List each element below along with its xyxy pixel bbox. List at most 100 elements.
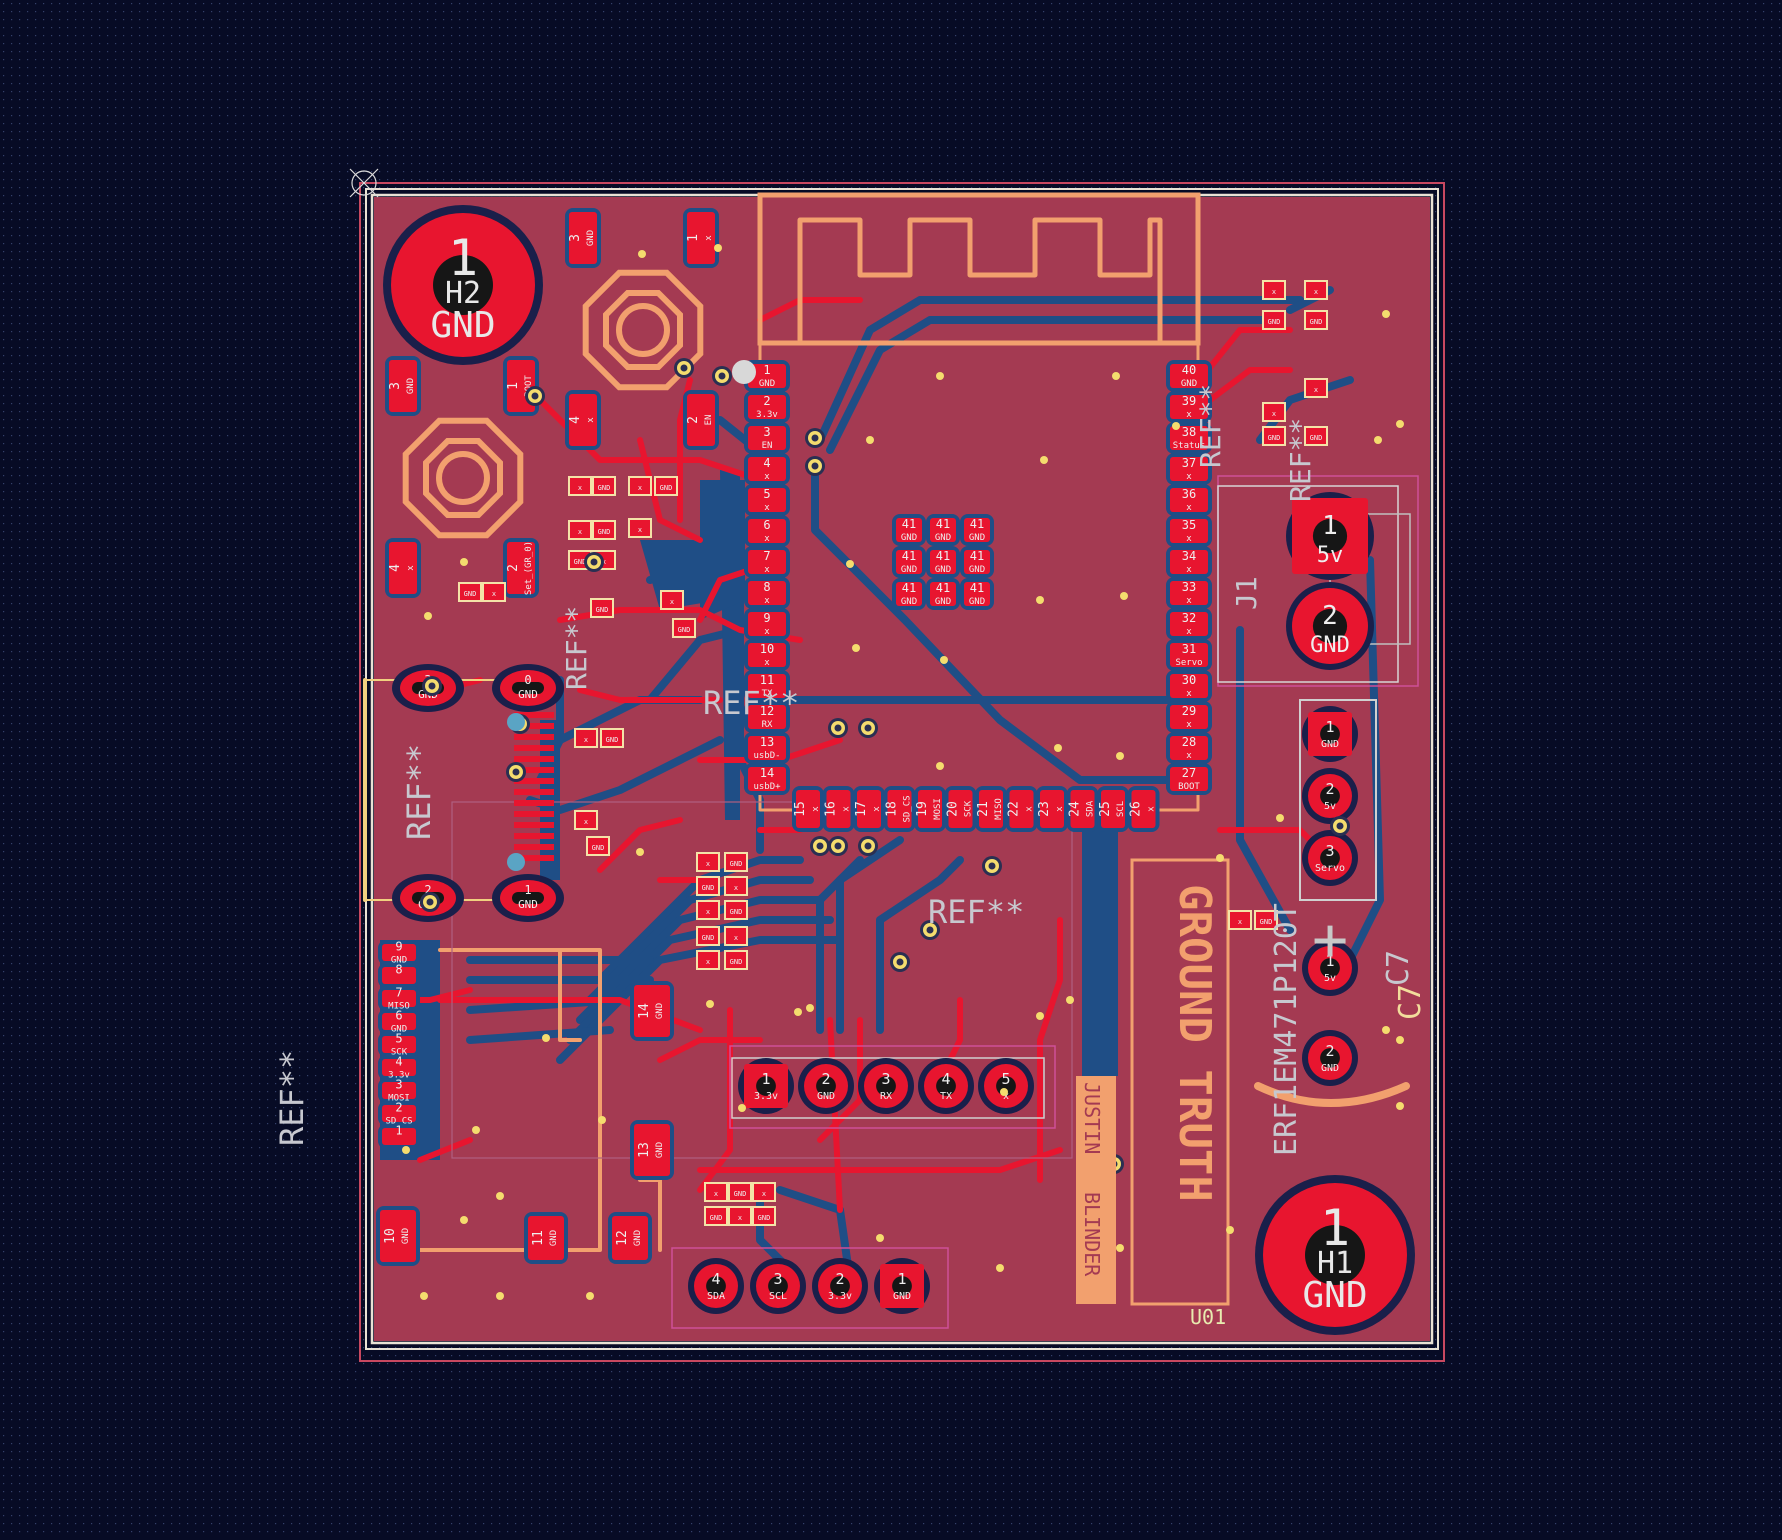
stitch-via [402, 1146, 410, 1154]
sd-gnd-pad[interactable] [634, 985, 670, 1037]
module-pin-bottom[interactable] [1009, 790, 1034, 828]
module-pin-left[interactable] [748, 426, 786, 450]
sd-pin-pad[interactable] [382, 944, 416, 961]
pad-label: GND [655, 1142, 665, 1158]
component-pads[interactable]: 1H2GND1H1GND1GND23.3v3EN4x5x6x7x8x9x10x1… [376, 205, 1415, 1335]
module-pin-bottom[interactable] [1040, 790, 1064, 828]
module-pin-right[interactable] [1170, 426, 1208, 450]
module-pin-right[interactable] [1170, 364, 1208, 388]
module-pin-bottom[interactable] [918, 790, 942, 828]
cap-value-label: ERF1EM471P120T [1269, 903, 1304, 1156]
en-button-pad[interactable] [569, 394, 597, 446]
sd-gnd-pad[interactable] [634, 1124, 670, 1176]
sd-pin-pad[interactable] [382, 1082, 416, 1099]
module-gnd-pad[interactable] [930, 550, 956, 574]
boot-button-pad[interactable] [389, 360, 417, 412]
module-pin-left[interactable] [748, 612, 786, 636]
module-pin-bottom[interactable] [979, 790, 1003, 828]
pad-drill [1320, 1048, 1340, 1068]
module-pin-left[interactable] [748, 395, 786, 419]
sd-gnd-pad[interactable] [612, 1216, 648, 1260]
pad-number: 2 [821, 1070, 830, 1088]
c7-back-label: C7 [1381, 950, 1416, 986]
sd-gnd-pad[interactable] [528, 1216, 564, 1260]
module-pin-bottom[interactable] [1070, 790, 1095, 828]
module-pin-bottom[interactable] [1101, 790, 1125, 828]
module-pin-right[interactable] [1170, 705, 1208, 729]
stitch-via [598, 1116, 606, 1124]
pad-number: 41 [970, 517, 984, 531]
module-pin-bottom[interactable] [1131, 790, 1156, 828]
pad-number: 3 [388, 382, 403, 390]
passive-pad [1256, 912, 1276, 928]
header-outline [731, 1057, 1045, 1119]
passive-label: x [734, 884, 738, 892]
en-button-pad[interactable] [687, 394, 715, 446]
sd-pin-pad[interactable] [382, 990, 416, 1007]
passive-label: x [1272, 410, 1276, 418]
module-gnd-pad[interactable] [964, 550, 990, 574]
passive-label: x [1314, 288, 1318, 296]
via-drill [834, 842, 842, 850]
sd-pin-pad[interactable] [382, 1128, 416, 1145]
en-button-pad[interactable] [687, 212, 715, 264]
module-pin-bottom[interactable] [948, 790, 973, 828]
module-pin-right[interactable] [1170, 736, 1208, 760]
sd-gnd-pad[interactable] [380, 1210, 416, 1262]
module-gnd-pad[interactable] [964, 582, 990, 606]
pad-number: 35 [1182, 518, 1196, 532]
module-pin-right[interactable] [1170, 395, 1208, 419]
module-pin-left[interactable] [748, 643, 786, 667]
pad-label: GND [655, 1003, 665, 1019]
sd-pin-pad[interactable] [382, 967, 416, 984]
module-gnd-pad[interactable] [896, 582, 922, 606]
module-pin-right[interactable] [1170, 612, 1208, 636]
module-pin-right[interactable] [1170, 488, 1208, 512]
en-button-pad[interactable] [569, 212, 597, 264]
module-gnd-pad[interactable] [896, 550, 922, 574]
pad-label: x [1055, 806, 1065, 812]
pad-label: x [704, 235, 714, 241]
module-pin-left[interactable] [748, 581, 786, 605]
module-gnd-pad[interactable] [930, 582, 956, 606]
passive-pad [726, 952, 746, 968]
stitch-via [1036, 596, 1044, 604]
sd-pin-pad[interactable] [382, 1105, 416, 1122]
pad-number: 12 [615, 1230, 630, 1246]
module-pin-bottom[interactable] [826, 790, 851, 828]
module-pin-right[interactable] [1170, 550, 1208, 574]
pad-number: 4 [395, 1055, 402, 1069]
sd-pin-pad[interactable] [382, 1059, 416, 1076]
module-gnd-pad[interactable] [896, 518, 922, 542]
passive-pad [570, 522, 590, 538]
module-pin-right[interactable] [1170, 643, 1208, 667]
module-pin-left[interactable] [748, 767, 786, 791]
module-pin-left[interactable] [748, 674, 786, 698]
boot-button-pad[interactable] [389, 542, 417, 594]
boot-button-pad[interactable] [507, 542, 535, 594]
sd-pin-pad[interactable] [382, 1013, 416, 1030]
via-drill [811, 462, 819, 470]
module-pin-left[interactable] [748, 705, 786, 729]
module-pin-left[interactable] [748, 457, 786, 481]
via-drill [426, 898, 434, 906]
module-pin-right[interactable] [1170, 767, 1208, 791]
module-pin-right[interactable] [1170, 581, 1208, 605]
stitch-via [496, 1192, 504, 1200]
module-pin-right[interactable] [1170, 519, 1208, 543]
module-pin-right[interactable] [1170, 457, 1208, 481]
sd-pin-pad[interactable] [382, 1036, 416, 1053]
module-pin-left[interactable] [748, 519, 786, 543]
module-pin-bottom[interactable] [796, 790, 820, 828]
module-gnd-pad[interactable] [930, 518, 956, 542]
module-pin-left[interactable] [748, 488, 786, 512]
module-pin-bottom[interactable] [887, 790, 912, 828]
module-pin-bottom[interactable] [857, 790, 881, 828]
module-gnd-pad[interactable] [964, 518, 990, 542]
module-pin-left[interactable] [748, 736, 786, 760]
module-pin-left[interactable] [748, 364, 786, 388]
module-pin-right[interactable] [1170, 674, 1208, 698]
module-pin-left[interactable] [748, 550, 786, 574]
